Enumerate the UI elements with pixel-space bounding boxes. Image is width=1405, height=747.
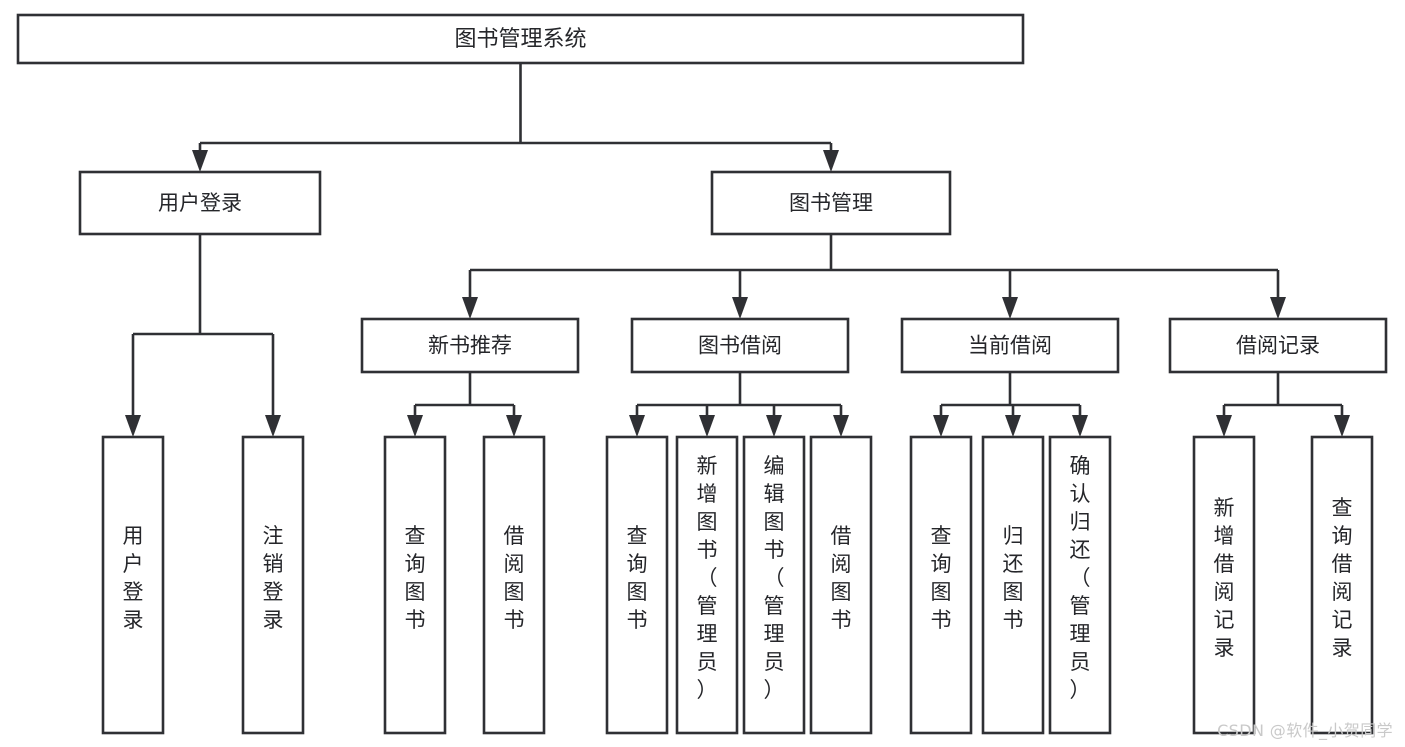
- node-leaf-borrow-book-1[interactable]: 借阅图书: [482, 435, 546, 735]
- node-box-new-book-rec: [360, 317, 580, 374]
- node-label-new-book-rec: 新书推荐: [428, 334, 512, 358]
- arrowhead-icon-leaf-return-book: [1005, 415, 1021, 437]
- node-box-leaf-return-book: [981, 435, 1045, 735]
- node-box-borrow-record: [1168, 317, 1388, 374]
- arrowhead-icon-current-borrow: [1002, 297, 1018, 319]
- node-leaf-borrow-book-2[interactable]: 借阅图书: [809, 435, 873, 735]
- node-new-book-rec[interactable]: 新书推荐: [360, 317, 580, 374]
- node-leaf-query-book-1[interactable]: 查询图书: [383, 435, 447, 735]
- node-label-leaf-borrow-book-2: 借阅图书: [831, 524, 852, 632]
- node-leaf-logout[interactable]: 注销登录: [241, 435, 305, 735]
- node-user-login[interactable]: 用户登录: [78, 170, 322, 236]
- node-label-leaf-query-record: 查询借阅记录: [1332, 496, 1353, 660]
- arrowhead-icon-leaf-query-book-1: [407, 415, 423, 437]
- node-leaf-query-record[interactable]: 查询借阅记录: [1310, 435, 1374, 735]
- node-box-leaf-query-record: [1310, 435, 1374, 735]
- arrowhead-icon-leaf-query-book-2: [629, 415, 645, 437]
- arrowhead-icon-leaf-query-book-3: [933, 415, 949, 437]
- arrowhead-icon-leaf-query-record: [1334, 415, 1350, 437]
- csdn-watermark: CSDN @软件_小贺同学: [1217, 721, 1393, 740]
- node-label-borrow-record: 借阅记录: [1236, 334, 1320, 358]
- node-root[interactable]: 图书管理系统: [16, 13, 1025, 65]
- node-box-leaf-user-login: [101, 435, 165, 735]
- node-label-leaf-add-record: 新增借阅记录: [1214, 496, 1235, 660]
- node-label-leaf-user-login: 用户登录: [123, 524, 144, 632]
- node-layer: 图书管理系统用户登录图书管理新书推荐图书借阅当前借阅借阅记录用户登录注销登录查询…: [16, 13, 1388, 735]
- node-label-leaf-query-book-1: 查询图书: [405, 524, 426, 632]
- node-box-leaf-confirm-return: [1048, 435, 1112, 735]
- node-box-book-borrow: [630, 317, 850, 374]
- node-box-book-manage: [710, 170, 952, 236]
- node-label-user-login: 用户登录: [158, 191, 242, 215]
- arrowhead-icon-leaf-logout: [265, 415, 281, 437]
- node-label-leaf-query-book-3: 查询图书: [931, 524, 952, 632]
- node-leaf-query-book-2[interactable]: 查询图书: [605, 435, 669, 735]
- arrowhead-icon-borrow-record: [1270, 297, 1286, 319]
- node-box-leaf-borrow-book-2: [809, 435, 873, 735]
- node-label-root: 图书管理系统: [454, 27, 586, 52]
- arrowhead-icon-new-book-rec: [462, 297, 478, 319]
- node-label-leaf-borrow-book-1: 借阅图书: [504, 524, 525, 632]
- node-leaf-add-book[interactable]: 新增图书（管理员）: [675, 435, 739, 735]
- arrowhead-icon-book-manage: [823, 150, 839, 172]
- node-box-leaf-add-record: [1192, 435, 1256, 735]
- node-box-leaf-edit-book: [742, 435, 806, 735]
- node-box-leaf-query-book-2: [605, 435, 669, 735]
- node-leaf-query-book-3[interactable]: 查询图书: [909, 435, 973, 735]
- node-leaf-return-book[interactable]: 归还图书: [981, 435, 1045, 735]
- arrowhead-icon-leaf-borrow-book-1: [506, 415, 522, 437]
- node-box-current-borrow: [900, 317, 1120, 374]
- node-book-borrow[interactable]: 图书借阅: [630, 317, 850, 374]
- node-book-manage[interactable]: 图书管理: [710, 170, 952, 236]
- arrowhead-icon-leaf-confirm-return: [1072, 415, 1088, 437]
- arrowhead-icon-book-borrow: [732, 297, 748, 319]
- node-label-book-manage: 图书管理: [789, 191, 873, 215]
- node-box-root: [16, 13, 1025, 65]
- node-box-leaf-query-book-1: [383, 435, 447, 735]
- node-label-leaf-logout: 注销登录: [263, 524, 284, 632]
- node-label-leaf-confirm-return: 确认归还（管理员）: [1070, 454, 1091, 702]
- node-label-leaf-edit-book: 编辑图书（管理员）: [764, 454, 785, 702]
- node-box-leaf-add-book: [675, 435, 739, 735]
- node-box-user-login: [78, 170, 322, 236]
- connector-layer: [125, 63, 1350, 437]
- node-label-leaf-return-book: 归还图书: [1003, 524, 1024, 632]
- arrowhead-icon-leaf-add-book: [699, 415, 715, 437]
- node-label-current-borrow: 当前借阅: [968, 334, 1052, 358]
- arrowhead-icon-user-login: [192, 150, 208, 172]
- node-label-book-borrow: 图书借阅: [698, 334, 782, 358]
- arrowhead-icon-leaf-borrow-book-2: [833, 415, 849, 437]
- node-leaf-confirm-return[interactable]: 确认归还（管理员）: [1048, 435, 1112, 735]
- node-borrow-record[interactable]: 借阅记录: [1168, 317, 1388, 374]
- node-current-borrow[interactable]: 当前借阅: [900, 317, 1120, 374]
- node-label-leaf-query-book-2: 查询图书: [627, 524, 648, 632]
- arrowhead-icon-leaf-edit-book: [766, 415, 782, 437]
- arrowhead-icon-leaf-add-record: [1216, 415, 1232, 437]
- node-box-leaf-borrow-book-1: [482, 435, 546, 735]
- node-leaf-user-login[interactable]: 用户登录: [101, 435, 165, 735]
- node-box-leaf-query-book-3: [909, 435, 973, 735]
- node-leaf-add-record[interactable]: 新增借阅记录: [1192, 435, 1256, 735]
- node-leaf-edit-book[interactable]: 编辑图书（管理员）: [742, 435, 806, 735]
- node-label-leaf-add-book: 新增图书（管理员）: [697, 454, 718, 702]
- arrowhead-icon-leaf-user-login: [125, 415, 141, 437]
- node-box-leaf-logout: [241, 435, 305, 735]
